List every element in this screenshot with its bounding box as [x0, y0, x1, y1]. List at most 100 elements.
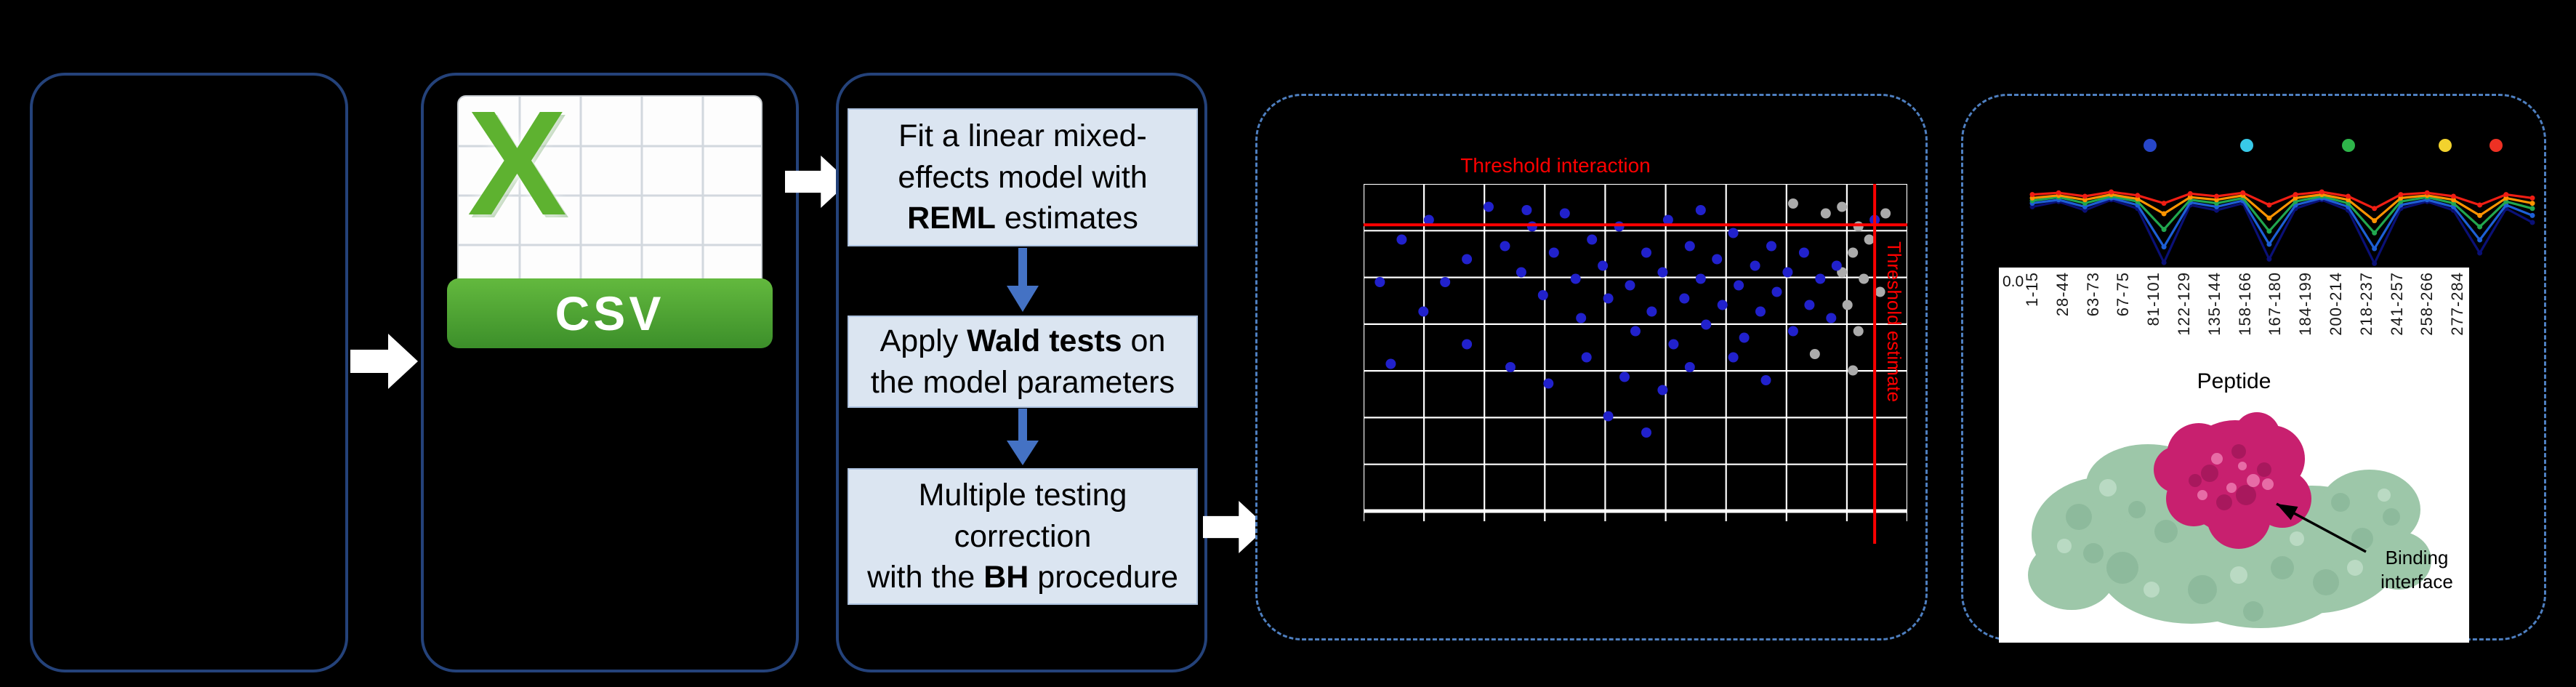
scatter-point: [1505, 362, 1516, 372]
series-marker: [2372, 260, 2378, 266]
series-marker: [2029, 192, 2035, 198]
peptide-line-chart: [2029, 139, 2535, 266]
flow-arrow-icon: [1203, 501, 1268, 553]
series-marker: [2372, 230, 2378, 236]
flow-arrow-icon: [785, 156, 850, 208]
scatter-point: [1771, 286, 1782, 297]
peptide-tick-label: 28-44: [2053, 272, 2072, 317]
series-line: [2032, 198, 2533, 265]
scatter-point: [1559, 208, 1570, 219]
scatter-point: [1630, 326, 1641, 337]
scatter-point-ns: [1848, 365, 1859, 376]
panel-raw-data: [30, 73, 348, 672]
series-marker: [2161, 227, 2167, 233]
scatter-point: [1798, 247, 1809, 258]
scatter-point: [1728, 228, 1739, 238]
series-marker: [2424, 190, 2430, 196]
legend-dot: [2342, 139, 2355, 152]
series-marker: [2135, 193, 2141, 198]
scatter-point: [1603, 293, 1614, 304]
protein-structure: [2028, 412, 2431, 628]
series-marker: [2187, 190, 2193, 196]
series-marker: [2082, 204, 2088, 209]
series-marker: [2214, 201, 2219, 206]
binding-interface-annotation: Binding interface: [2366, 546, 2468, 593]
legend-dot: [2490, 139, 2503, 152]
peptide-tick-label: 135-144: [2205, 272, 2223, 336]
series-marker: [2266, 228, 2272, 234]
scatter-point-ns: [1853, 221, 1864, 232]
series-marker: [2477, 250, 2483, 256]
scatter-point: [1831, 260, 1842, 271]
threshold-estimate-label: Threshold estimate: [1883, 241, 1905, 403]
series-line: [2032, 193, 2533, 222]
scatter-point: [1598, 260, 1609, 271]
series-marker: [2450, 201, 2456, 206]
scatter-point: [1500, 241, 1510, 252]
csv-file-icon: X CSV: [447, 95, 773, 366]
peptide-tick-label: 258-266: [2418, 272, 2436, 336]
scatter-point: [1526, 221, 1537, 232]
flow-arrow-icon: [350, 334, 418, 389]
scatter-point: [1750, 260, 1760, 271]
series-marker: [2240, 190, 2246, 196]
series-marker: [2214, 204, 2219, 209]
scatter-point: [1734, 280, 1744, 291]
series-marker: [2372, 246, 2378, 252]
scatter-point-ns: [1880, 208, 1891, 219]
series-marker: [2398, 195, 2404, 201]
series-marker: [2503, 195, 2509, 201]
peptide-tick-label: 218-237: [2356, 272, 2375, 336]
series-marker: [2503, 192, 2509, 198]
scatter-point: [1695, 205, 1706, 215]
series-marker: [2109, 189, 2114, 195]
scatter-point: [1625, 280, 1635, 291]
binding-interface-region: [2154, 412, 2311, 549]
series-marker: [2346, 193, 2351, 199]
peptide-tick-label: 200-214: [2327, 272, 2345, 336]
series-marker: [2082, 193, 2088, 199]
scatter-point-ns: [1864, 234, 1875, 245]
series-marker: [2214, 193, 2219, 199]
scatter-point: [1787, 326, 1798, 337]
scatter-point: [1679, 293, 1690, 304]
scatter-point: [1440, 277, 1451, 287]
scatter-point: [1548, 247, 1559, 258]
scatter-point: [1646, 306, 1657, 317]
series-marker: [2477, 237, 2483, 243]
legend-dot: [2240, 139, 2253, 152]
scatter-point: [1804, 300, 1815, 310]
peptide-tick-label: 277-284: [2448, 272, 2467, 336]
peptide-tick-label: 122-129: [2175, 272, 2193, 336]
scatter-point: [1462, 339, 1473, 350]
legend-dot: [2439, 139, 2452, 152]
series-marker: [2477, 202, 2483, 208]
peptide-tick-label: 184-199: [2296, 272, 2315, 336]
scatter-point: [1662, 214, 1673, 225]
series-marker: [2529, 212, 2535, 218]
csv-banner-label: CSV: [555, 286, 665, 340]
scatter-point: [1374, 277, 1385, 287]
annotation-arrow: [2276, 502, 2367, 553]
series-marker: [2135, 196, 2141, 202]
annotation-line: interface: [2380, 570, 2453, 592]
scatter-point: [1484, 201, 1494, 212]
scatter-point-ns: [1875, 286, 1885, 297]
scatter-point-ns: [1837, 201, 1848, 212]
scatter-point: [1760, 375, 1771, 385]
series-marker: [2082, 201, 2088, 206]
scatter-point: [1570, 273, 1581, 284]
series-marker: [2082, 197, 2088, 203]
scatter-point-ns: [1848, 247, 1859, 258]
series-marker: [2529, 206, 2535, 212]
series-marker: [2372, 206, 2378, 212]
annotation-line: Binding: [2385, 547, 2449, 569]
scatter-point: [1543, 378, 1554, 389]
series-line: [2032, 190, 2533, 210]
scatter-point: [1739, 332, 1750, 343]
scatter-point: [1657, 267, 1668, 278]
scatter-point: [1641, 427, 1651, 438]
